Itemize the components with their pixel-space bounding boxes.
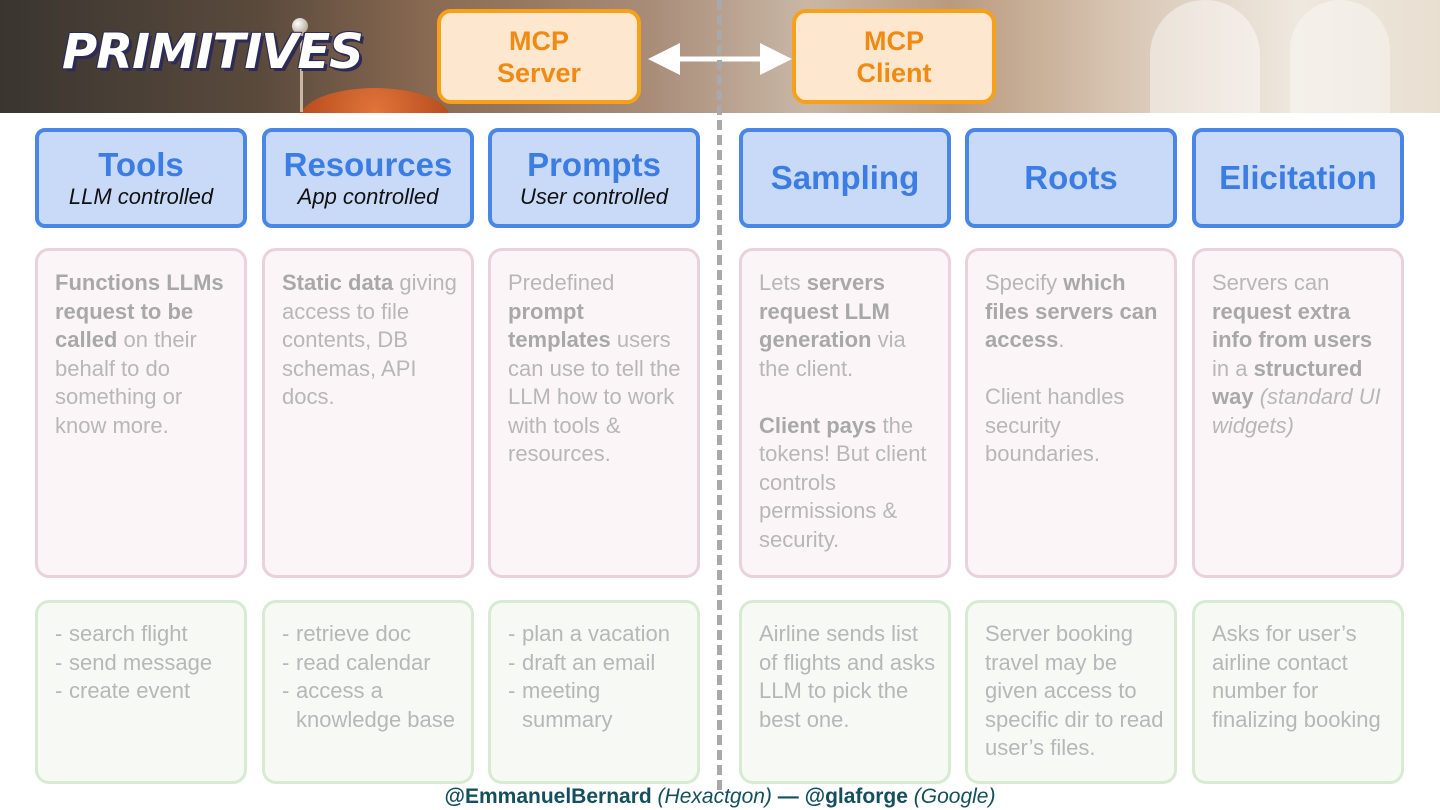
- example-list: plan a vacationdraft an emailmeeting sum…: [508, 620, 687, 734]
- credits-footer: @EmmanuelBernard (Hexactgon) — @glaforge…: [0, 784, 1440, 810]
- description-text: Functions LLMs request to be called: [55, 270, 224, 352]
- robot-antenna-knob: [292, 18, 308, 34]
- example-text: Server booking travel may be given acces…: [985, 621, 1164, 760]
- primitive-examples: Asks for user’s airline contact number f…: [1192, 600, 1404, 784]
- description-text: structured way: [1212, 355, 1363, 410]
- description-text: which files servers can access: [985, 270, 1158, 352]
- robot-antenna-decoration: [300, 22, 303, 112]
- example-text: Airline sends list of flights and asks L…: [759, 621, 936, 732]
- primitive-title: Tools: [98, 146, 184, 183]
- primitive-controller: User controlled: [520, 184, 668, 209]
- primitive-header: Roots: [965, 128, 1177, 228]
- primitive-controller: LLM controlled: [68, 184, 214, 209]
- primitive-title: Sampling: [770, 159, 920, 196]
- example-list: search flightsend messagecreate event: [55, 620, 234, 706]
- author-2: @glaforge: [804, 785, 908, 808]
- description-text: Specify: [985, 270, 1064, 295]
- slide-title: PRIMITIVES: [62, 24, 364, 80]
- primitive-examples: search flightsend messagecreate event: [35, 600, 247, 784]
- author-1: @EmmanuelBernard: [444, 785, 652, 808]
- example-text: Asks for user’s airline contact number f…: [1212, 621, 1381, 732]
- robot-head-decoration: [300, 88, 450, 113]
- description-text: users can use to tell the LLM how to wor…: [508, 327, 681, 466]
- primitive-header: Sampling: [739, 128, 951, 228]
- example-item: meeting summary: [508, 677, 687, 734]
- example-item: plan a vacation: [508, 620, 687, 649]
- example-item: read calendar: [282, 649, 461, 678]
- primitive-examples: Server booking travel may be given acces…: [965, 600, 1177, 784]
- primitive-description: Functions LLMs request to be called on t…: [35, 248, 247, 578]
- example-item: search flight: [55, 620, 234, 649]
- primitive-description: Lets servers request LLM generation via …: [739, 248, 951, 578]
- description-text: Static data: [282, 270, 394, 295]
- mcp-client-box: MCP Client: [792, 9, 996, 104]
- example-item: retrieve doc: [282, 620, 461, 649]
- description-text: Predefined: [508, 270, 615, 295]
- description-text: Client handles security boundaries.: [985, 384, 1125, 466]
- description-text: Client pays: [759, 412, 877, 438]
- description-text: on their behalf to do something or know …: [55, 327, 197, 438]
- primitive-description: Servers can request extra info from user…: [1192, 248, 1404, 578]
- example-item: draft an email: [508, 649, 687, 678]
- primitive-controller: App controlled: [297, 184, 439, 209]
- primitive-examples: Airline sends list of flights and asks L…: [739, 600, 951, 784]
- description-text: .: [1058, 327, 1065, 352]
- description-text: prompt templates: [508, 298, 611, 353]
- primitive-title: Elicitation: [1219, 159, 1377, 196]
- primitive-description: Predefined prompt templates users can us…: [488, 248, 700, 578]
- primitive-description: Static data giving access to file conten…: [262, 248, 474, 578]
- author-1-org: (Hexactgon): [657, 785, 772, 808]
- example-item: access a knowledge base: [282, 677, 461, 734]
- footer-separator: —: [771, 785, 805, 808]
- description-text: servers request LLM generation: [759, 270, 890, 352]
- example-item: send message: [55, 649, 234, 678]
- window-decoration: [1290, 0, 1390, 113]
- description-text: request extra info from users: [1212, 298, 1373, 353]
- description-text: (standard UI widgets): [1212, 384, 1381, 438]
- example-item: create event: [55, 677, 234, 706]
- primitive-examples: retrieve docread calendaraccess a knowle…: [262, 600, 474, 784]
- description-text: Servers can: [1212, 270, 1330, 295]
- primitive-title: Prompts: [527, 146, 661, 183]
- example-list: retrieve docread calendaraccess a knowle…: [282, 620, 461, 734]
- primitive-header: Elicitation: [1192, 128, 1404, 228]
- author-2-org: (Google): [913, 785, 996, 808]
- primitive-title: Roots: [1024, 159, 1118, 196]
- primitive-examples: plan a vacationdraft an emailmeeting sum…: [488, 600, 700, 784]
- mcp-server-box: MCP Server: [437, 9, 641, 104]
- description-text: the tokens! But client controls permissi…: [759, 412, 927, 552]
- description-text: via the client.: [759, 327, 906, 381]
- window-decoration: [1150, 0, 1260, 113]
- description-text: giving access to file contents, DB schem…: [282, 270, 457, 409]
- server-client-divider: [717, 0, 722, 790]
- primitive-description: Specify which files servers can access. C…: [965, 248, 1177, 578]
- description-text: in a: [1212, 355, 1254, 381]
- primitive-title: Resources: [283, 146, 453, 183]
- description-text: Lets: [759, 270, 807, 295]
